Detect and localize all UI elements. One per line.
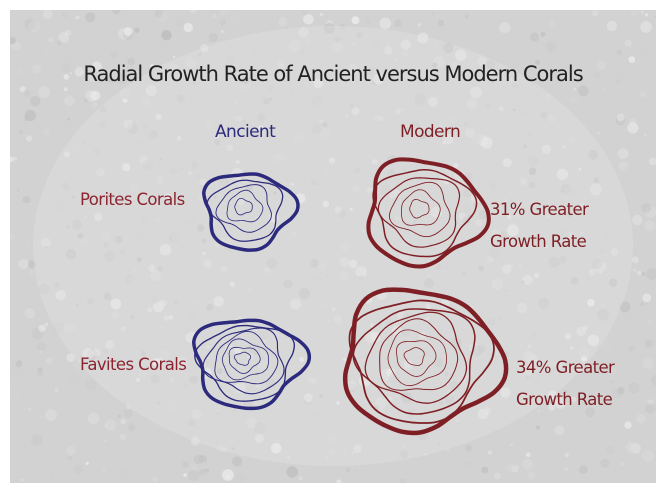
porites-modern-rings (368, 159, 488, 266)
favites-ancient-ring (203, 328, 284, 394)
favites-modern-ring (353, 309, 475, 414)
porites-ancient-ring (227, 190, 263, 222)
porites-modern-ring (402, 190, 441, 226)
favites-modern-rings (345, 290, 506, 433)
favites-ancient-ring (194, 320, 310, 408)
slide: Radial Growth Rate of Ancient versus Mod… (10, 10, 656, 483)
porites-modern-ring (389, 182, 450, 236)
porites-modern-ring (410, 199, 429, 218)
porites-modern-ring (368, 159, 488, 266)
porites-ancient-rings (204, 174, 298, 250)
porites-modern-ring (378, 178, 459, 247)
favites-modern-ring (404, 348, 424, 366)
favites-ancient-rings (194, 320, 310, 408)
favites-ancient-ring (234, 352, 250, 365)
favites-modern-ring (345, 290, 506, 433)
favites-modern-ring (396, 341, 436, 377)
growth-ring-diagrams (10, 10, 656, 483)
porites-ancient-ring (235, 198, 253, 215)
favites-ancient-ring (229, 347, 260, 373)
